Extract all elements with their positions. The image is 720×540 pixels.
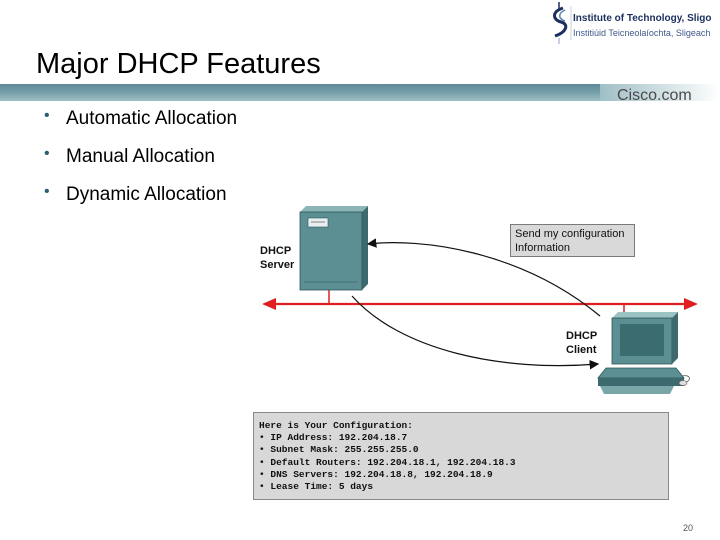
bullet-dot-icon: • (44, 145, 50, 162)
institute-name-irish: Institiúid Teicneolaíochta, Sligeach (573, 28, 711, 38)
request-callout-line1: Send my configuration (515, 228, 625, 240)
bullet-dot-icon: • (44, 183, 50, 200)
institute-logo (527, 2, 717, 44)
server-label-line1: DHCP (260, 245, 292, 257)
client-label-line2: Client (566, 344, 597, 356)
configuration-box: Here is Your Configuration: IP Address: … (253, 412, 669, 500)
cisco-brand: Cisco.com (617, 87, 692, 104)
configuration-item: DNS Servers: 192.204.18.8, 192.204.18.9 (259, 469, 663, 481)
network-right-arrow-icon (684, 298, 698, 310)
bullet-item: • Automatic Allocation (42, 107, 238, 146)
title-band (0, 84, 720, 101)
request-arrow (366, 238, 601, 317)
bullet-item: • Dynamic Allocation (42, 183, 237, 222)
bullet-item: • Manual Allocation (42, 145, 237, 184)
configuration-item: Default Routers: 192.204.18.1, 192.204.1… (259, 457, 663, 469)
server-label: DHCP Server (260, 244, 294, 272)
request-callout-line2: Information (515, 242, 571, 254)
page-title: Major DHCP Features (36, 48, 321, 80)
reply-arrow (351, 295, 600, 370)
configuration-item: Lease Time: 5 days (259, 481, 663, 493)
client-computer-icon (597, 312, 690, 394)
configuration-item: Subnet Mask: 255.255.255.0 (259, 444, 663, 456)
configuration-item: IP Address: 192.204.18.7 (259, 432, 663, 444)
configuration-list: IP Address: 192.204.18.7 Subnet Mask: 25… (259, 432, 663, 493)
configuration-header: Here is Your Configuration: (259, 420, 413, 431)
network-left-arrow-icon (262, 298, 276, 310)
bullet-list: • Automatic Allocation • Manual Allocation… (42, 107, 238, 222)
bullet-dot-icon: • (44, 107, 50, 124)
client-label: DHCP Client (566, 329, 597, 357)
server-label-line2: Server (260, 259, 295, 271)
bullet-text: Manual Allocation (66, 146, 215, 167)
bullet-text: Dynamic Allocation (66, 184, 227, 205)
server-icon (299, 206, 368, 291)
client-label-line1: DHCP (566, 330, 598, 342)
page-number: 20 (683, 523, 694, 533)
request-callout: Send my configuration Information (510, 224, 635, 257)
institute-name: Institute of Technology, Sligo (573, 13, 712, 24)
bullet-text: Automatic Allocation (66, 108, 238, 129)
